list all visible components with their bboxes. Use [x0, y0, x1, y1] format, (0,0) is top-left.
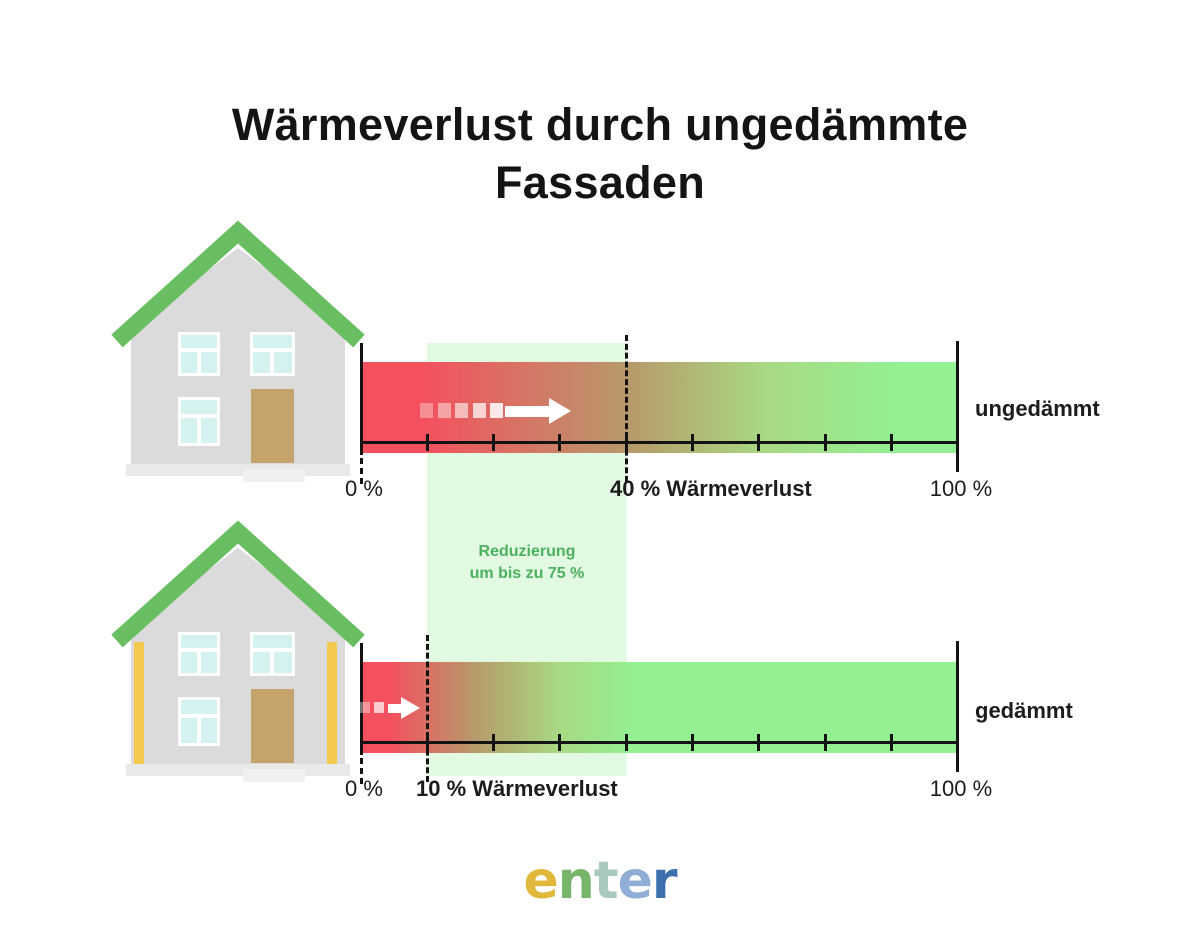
- axis-tick: [757, 734, 761, 751]
- axis-tick: [558, 734, 562, 751]
- marker-10-percent: [425, 635, 429, 782]
- axis-tick: [757, 434, 761, 451]
- house-insulated-illustration: [103, 519, 373, 787]
- axis-line: [361, 741, 958, 744]
- label-top-40-percent: 40 % Wärmeverlust: [610, 476, 812, 501]
- bar-uninsulated: [359, 335, 959, 484]
- marker-0-percent: [359, 343, 363, 455]
- axis-tick: [558, 434, 562, 451]
- logo-letter: e: [523, 851, 558, 911]
- house-door: [251, 389, 294, 463]
- house-base: [126, 764, 350, 776]
- reduction-label-line2: um bis zu 75 %: [469, 565, 585, 582]
- house-window: [178, 697, 220, 746]
- axis-tick: [691, 734, 695, 751]
- house-window: [178, 332, 220, 376]
- reduction-label-line1: Reduzierung: [478, 543, 576, 560]
- marker-100-percent: [955, 641, 959, 772]
- arrow-trail-segment: [437, 403, 451, 418]
- axis-line: [361, 441, 958, 444]
- marker-100-percent: [955, 341, 959, 472]
- label-bottom-100-percent: 100 %: [929, 776, 993, 801]
- logo-letter: r: [651, 851, 678, 911]
- arrow-head: [401, 697, 420, 719]
- marker-0-percent: [359, 643, 363, 755]
- arrow-trail-segment: [420, 403, 433, 418]
- house-doorstep: [243, 469, 305, 482]
- label-uninsulated: ungedämmt: [975, 396, 1100, 421]
- house-window: [250, 632, 295, 676]
- axis-tick: [823, 734, 827, 751]
- arrow-trail-segment: [455, 403, 468, 418]
- house-window: [178, 632, 220, 676]
- arrow-shaft: [505, 406, 549, 417]
- arrow-shaft: [388, 704, 401, 713]
- axis-tick: [492, 734, 496, 751]
- axis-tick: [890, 734, 894, 751]
- house-walls: [131, 548, 345, 768]
- label-bottom-0-percent: 0 %: [345, 776, 383, 801]
- logo-letter: n: [557, 851, 595, 911]
- marker-0-percent-dash: [359, 758, 363, 784]
- page-title: Wärmeverlust durch ungedämmte Fassaden: [0, 96, 1200, 212]
- house-door: [251, 689, 294, 763]
- label-top-100-percent: 100 %: [929, 476, 993, 501]
- logo-letter: t: [593, 851, 619, 911]
- page-title-line2: Fassaden: [495, 157, 705, 208]
- house-uninsulated-illustration: [103, 219, 373, 487]
- arrow-trail-segment: [472, 403, 486, 418]
- label-top-0-percent: 0 %: [345, 476, 383, 501]
- house-window: [250, 332, 295, 376]
- house-walls: [131, 248, 345, 468]
- marker-0-percent-dash: [359, 458, 363, 484]
- arrow-head: [549, 398, 571, 424]
- logo-letter: e: [617, 851, 653, 911]
- house-insulated-icon: [111, 520, 365, 782]
- insulation-strip-right: [327, 642, 337, 764]
- house-base: [126, 464, 350, 476]
- arrow-trail-segment: [490, 403, 503, 418]
- axis-tick: [890, 434, 894, 451]
- arrow-trail-segment: [374, 702, 384, 713]
- axis-tick: [691, 434, 695, 451]
- house-doorstep: [243, 769, 305, 782]
- enter-logo: enter: [0, 851, 1200, 911]
- insulation-strip-left: [134, 642, 144, 764]
- house-uninsulated-icon: [111, 220, 365, 482]
- axis-tick: [624, 734, 628, 751]
- marker-40-percent: [624, 335, 628, 482]
- axis-tick: [492, 434, 496, 451]
- arrow-trail-segment: [360, 702, 370, 713]
- bar-insulated: [359, 635, 959, 784]
- house-roof: [111, 220, 365, 348]
- label-bottom-10-percent: 10 % Wärmeverlust: [416, 776, 618, 801]
- reduction-label: Reduzierung um bis zu 75 %: [427, 541, 627, 585]
- house-roof: [111, 520, 365, 648]
- page-title-line1: Wärmeverlust durch ungedämmte: [231, 99, 969, 150]
- house-window: [178, 397, 220, 446]
- axis-tick: [425, 434, 429, 451]
- axis-tick: [823, 434, 827, 451]
- label-insulated: gedämmt: [975, 698, 1073, 723]
